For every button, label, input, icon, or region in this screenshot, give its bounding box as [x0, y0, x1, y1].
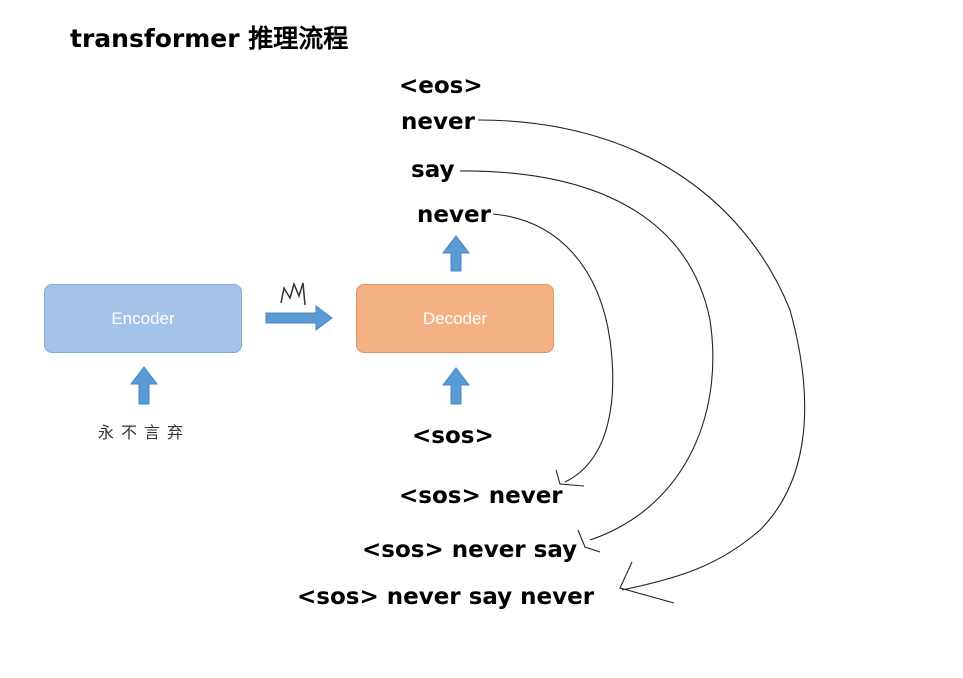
feedback-curve-never-say — [477, 119, 806, 604]
decoder-input-step-4: <sos> never say never — [297, 584, 595, 610]
decoder-input-step-1: <sos> — [412, 423, 494, 449]
encoder-input-arrow — [129, 366, 159, 405]
output-token-never-1: never — [417, 202, 491, 228]
decoder-output-arrow — [441, 235, 471, 272]
decoder-box: Decoder — [356, 284, 554, 353]
output-token-say: say — [411, 157, 455, 183]
decoder-input-arrow — [441, 367, 471, 405]
encoder-to-decoder-arrow — [265, 305, 333, 331]
output-token-eos: <eos> — [399, 73, 483, 99]
feedback-curve-never — [492, 213, 614, 487]
feedback-curve-say — [459, 170, 714, 553]
encoder-box: Encoder — [44, 284, 242, 353]
decoder-input-step-3: <sos> never say — [362, 537, 578, 563]
handwritten-m-mark — [280, 281, 306, 306]
decoder-label: Decoder — [422, 308, 488, 328]
diagram-title: transformer 推理流程 — [70, 24, 349, 53]
encoder-input-text: 永不言弃 — [98, 423, 191, 442]
output-token-never-3: never — [401, 109, 475, 135]
decoder-input-step-2: <sos> never — [399, 483, 563, 509]
encoder-label: Encoder — [111, 308, 175, 328]
